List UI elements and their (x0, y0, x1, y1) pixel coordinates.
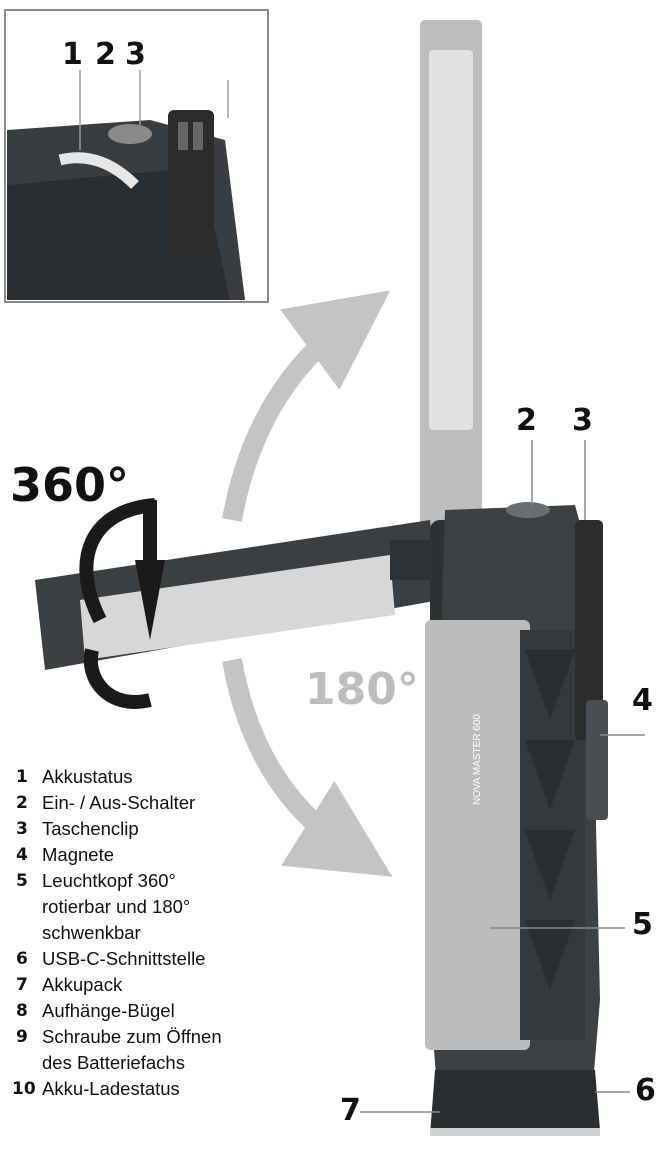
inset-label-1: 1 (62, 37, 83, 72)
legend-item: 2 Ein- / Aus-Schalter (12, 790, 302, 816)
inset-detail-view (4, 9, 269, 303)
legend-number: 3 (16, 819, 28, 839)
brand-label: Laserliner (392, 670, 418, 870)
legend-text: Akku-Ladestatus (42, 1078, 180, 1099)
legend-number: 6 (16, 949, 28, 969)
base-foot (430, 1070, 600, 1135)
inset-label-3: 3 (125, 37, 146, 72)
legend-number: 5 (16, 871, 28, 891)
legend-number: 1 (16, 767, 28, 787)
model-name: NOVA MASTER 600 (472, 714, 483, 805)
inset-label-2: 2 (95, 37, 116, 72)
legend-item: 3 Taschenclip (12, 816, 302, 842)
legend-text: Akkustatus (42, 766, 133, 787)
legend-number: 2 (16, 793, 28, 813)
brand-name: Laserliner (392, 759, 417, 870)
handle-body (425, 502, 608, 1136)
swivel-arrow-down (222, 658, 393, 877)
legend-text: Magnete (42, 844, 114, 865)
light-head-horizontal (35, 520, 440, 670)
rotation-arrow-360 (79, 498, 165, 709)
legend-item: 4 Magnete (12, 842, 302, 868)
pocket-clip-side (575, 520, 603, 740)
pocket-clip (168, 110, 214, 260)
legend-number: 4 (16, 845, 28, 865)
battery-status-indicator (58, 152, 139, 189)
callout-3: 3 (572, 403, 593, 438)
legend-number: 8 (16, 1001, 28, 1021)
swivel-arrow-up (222, 290, 391, 522)
battery-pack-cover (425, 620, 530, 1050)
callout-7: 7 (340, 1093, 361, 1128)
legend-item: 5 Leuchtkopf 360° rotierbar und 180° schw… (12, 868, 302, 946)
callout-5: 5 (632, 907, 653, 942)
legend-text: Taschenclip (42, 818, 139, 839)
callout-4: 4 (632, 683, 653, 718)
legend-item: 9 Schraube zum Öffnen des Batteriefachs (12, 1024, 302, 1076)
parts-legend: 1 Akkustatus 2 Ein- / Aus-Schalter 3 Tasche… (12, 764, 302, 1102)
legend-item: 7 Akkupack (12, 972, 302, 998)
legend-text: Leuchtkopf 360° rotierbar und 180° schwe… (42, 870, 191, 943)
legend-item: 10 Akku-Ladestatus (12, 1076, 302, 1102)
swivel-180-label: 180° (305, 664, 419, 715)
model-label: NOVA MASTER 600 (472, 714, 483, 805)
legend-text: Ein- / Aus-Schalter (42, 792, 196, 813)
legend-text: USB-C-Schnittstelle (42, 948, 206, 969)
legend-text: Schraube zum Öffnen des Batteriefachs (42, 1026, 222, 1073)
magnet-area (586, 700, 608, 820)
legend-number: 7 (16, 975, 28, 995)
legend-text: Aufhänge-Bügel (42, 1000, 175, 1021)
power-button (108, 124, 152, 144)
callout-2: 2 (516, 403, 537, 438)
power-button-top (506, 502, 550, 518)
legend-item: 8 Aufhänge-Bügel (12, 998, 302, 1024)
legend-item: 6 USB-C-Schnittstelle (12, 946, 302, 972)
legend-text: Akkupack (42, 974, 123, 995)
legend-number: 10 (12, 1079, 36, 1099)
light-head-upright (420, 20, 482, 530)
legend-item: 1 Akkustatus (12, 764, 302, 790)
rotation-360-label: 360° (10, 458, 130, 512)
callout-6: 6 (635, 1073, 656, 1108)
legend-number: 9 (16, 1027, 28, 1047)
